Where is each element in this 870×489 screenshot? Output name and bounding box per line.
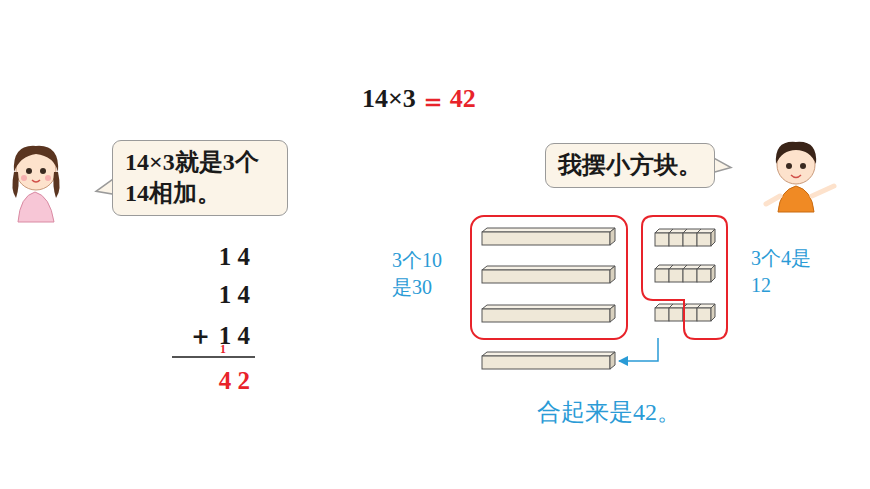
sum: 4 2	[219, 367, 250, 395]
boy-figure	[812, 186, 834, 196]
move-arrow	[619, 338, 658, 361]
group-outline	[641, 215, 728, 340]
base-ten-blocks	[482, 228, 715, 369]
ten-rod	[482, 356, 610, 369]
ten-rod	[610, 352, 615, 369]
sum-rod: 合起来是42。	[482, 352, 615, 370]
cube-side	[711, 304, 715, 321]
cube-side	[711, 265, 715, 282]
group-outline	[642, 216, 727, 339]
girl-figure	[32, 180, 40, 182]
answer: 42	[450, 84, 476, 114]
speech-bubble: 我摆小方块。	[545, 143, 715, 188]
equals-sign: ＝	[420, 84, 446, 119]
unit-cube	[683, 308, 697, 321]
ten-rod	[482, 305, 615, 309]
tens-group: 3个10是30	[470, 215, 628, 340]
ten-rod	[482, 232, 610, 245]
ten-rod	[482, 309, 610, 322]
boy-figure	[778, 186, 814, 212]
speech-text: 我摆小方块。	[558, 150, 702, 181]
girl-figure	[53, 172, 59, 198]
girl-figure	[21, 175, 27, 181]
ten-rod	[482, 228, 615, 245]
unit-cube	[669, 233, 683, 246]
unit-cube	[697, 265, 715, 282]
carry-digit: 1	[220, 342, 226, 357]
addend: 1 4	[219, 281, 250, 309]
unit-cube	[697, 269, 711, 282]
ten-rod	[482, 266, 615, 270]
unit-cube	[683, 233, 697, 246]
cube-side	[711, 229, 715, 246]
ten-rod	[482, 352, 615, 369]
girl-figure	[14, 146, 58, 172]
equation: 14×3	[362, 84, 416, 114]
unit-cube	[669, 308, 683, 321]
girl-figure	[26, 168, 32, 174]
ten-rod	[482, 352, 615, 356]
ten-rod	[610, 228, 615, 245]
note-text: 3个10是30	[392, 247, 458, 301]
boy-figure	[786, 163, 792, 169]
ten-rod	[482, 266, 615, 283]
unit-cube	[683, 269, 697, 282]
girl-figure	[12, 172, 18, 198]
boy-figure	[766, 196, 780, 204]
addend: ＋ 1 4	[188, 319, 251, 352]
unit-cube	[697, 233, 711, 246]
unit-cube	[697, 308, 711, 321]
speech-text: 14×3就是3个14相加。	[125, 147, 275, 209]
sum-rule	[172, 356, 255, 358]
ten-rod	[610, 305, 615, 322]
unit-cube	[655, 308, 669, 321]
unit-cube	[697, 229, 715, 246]
bubble-tail	[713, 158, 731, 173]
addend: 1 4	[219, 243, 250, 271]
boy-figure	[791, 175, 801, 178]
speech-bubble: 14×3就是3个14相加。	[112, 140, 288, 216]
note-text: 3个4是12	[751, 245, 813, 299]
girl-figure	[12, 146, 59, 222]
girl-figure	[40, 168, 46, 174]
unit-cube	[697, 304, 715, 321]
ten-rod	[482, 270, 610, 283]
unit-cube	[655, 269, 669, 282]
boy-figure	[776, 142, 816, 164]
girl-figure	[18, 192, 54, 222]
girl-figure	[45, 175, 51, 181]
ten-rod	[482, 228, 615, 232]
boy-figure	[800, 163, 806, 169]
ten-rod	[482, 305, 615, 322]
ones-group: 3个4是12	[641, 215, 728, 340]
ten-rod	[610, 266, 615, 283]
note-text: 合起来是42。	[537, 396, 681, 428]
unit-cube	[655, 233, 669, 246]
unit-cube	[669, 269, 683, 282]
boy-figure	[766, 142, 834, 212]
